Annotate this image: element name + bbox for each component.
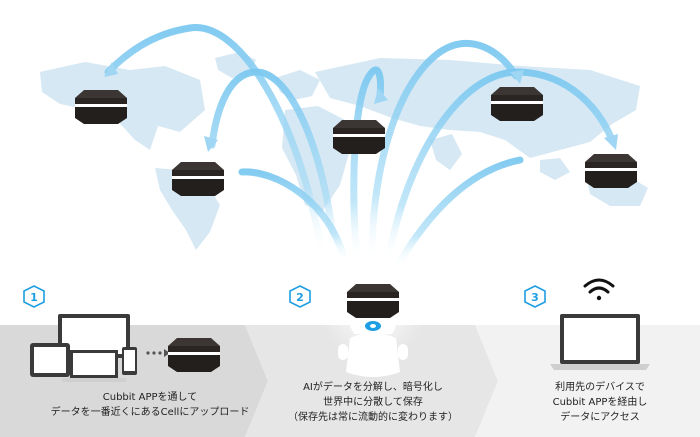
step-2-line-1: AIがデータを分解し、暗号化し: [303, 382, 443, 393]
step-badge-3: 3: [524, 285, 546, 308]
step-number: 1: [30, 291, 38, 304]
step-1-line-2: データを一番近くにあるCellにアップロード: [50, 407, 250, 418]
cell-device-icon: [333, 120, 385, 154]
wifi-icon: [583, 278, 615, 301]
tablet-icon: [30, 343, 70, 377]
step-badge-1: 1: [23, 285, 45, 308]
arc-arrowheads: [104, 62, 618, 152]
cell-device-icon: [585, 154, 637, 188]
step-2-line-2: 世界中に分散して保存: [323, 397, 423, 408]
step-3-description: 利用先のデバイスで Cubbit APPを経由し データにアクセス: [500, 380, 700, 425]
laptop-icon: [62, 350, 126, 382]
step-3-line-2: Cubbit APPを経由し: [552, 397, 648, 408]
ai-robot-icon: AI: [338, 318, 408, 377]
step-number: 3: [531, 291, 539, 304]
cell-device-icon: [347, 284, 399, 318]
step-number: 2: [296, 291, 304, 304]
data-flow-arcs: [104, 24, 616, 272]
smartphone-icon: [122, 347, 137, 375]
cell-device-icon: [172, 162, 224, 196]
cell-device-icon: [491, 87, 543, 121]
ellipsis-arrow-icon: [146, 349, 170, 357]
step-1-line-1: Cubbit APPを通して: [102, 392, 198, 403]
step-1-description: Cubbit APPを通して データを一番近くにあるCellにアップロード: [40, 390, 260, 420]
step-badge-2: 2: [289, 285, 311, 308]
step-3-line-3: データにアクセス: [560, 412, 640, 423]
laptop-icon: [550, 314, 650, 370]
cell-device-icon: [168, 338, 220, 372]
step-3-line-1: 利用先のデバイスで: [555, 382, 645, 393]
ai-label: AI: [362, 343, 385, 367]
cell-device-icon: [75, 90, 127, 124]
step-2-line-3: （保存先は常に流動的に変わります）: [288, 412, 458, 423]
step-2-description: AIがデータを分解し、暗号化し 世界中に分散して保存 （保存先は常に流動的に変わ…: [268, 380, 478, 425]
